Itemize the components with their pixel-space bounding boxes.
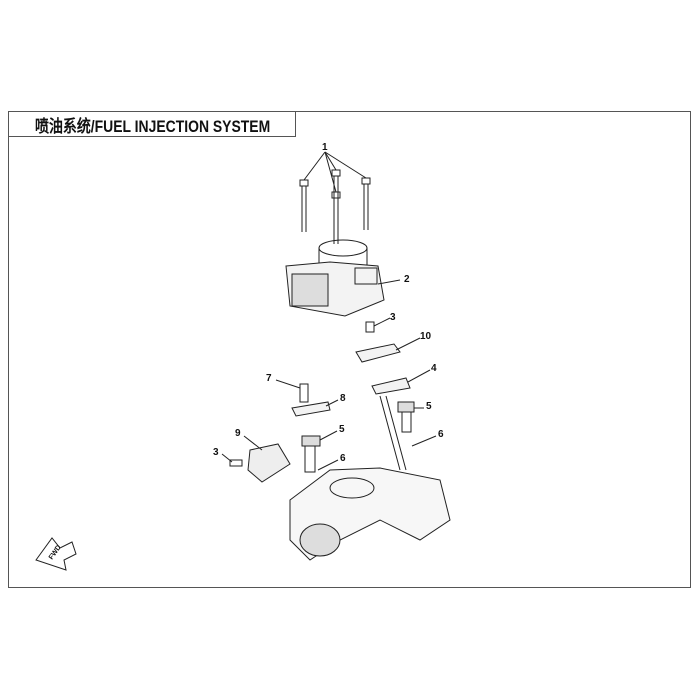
callout-9: 9 bbox=[235, 428, 241, 439]
callout-5: 5 bbox=[426, 401, 432, 412]
callout-3: 3 bbox=[390, 312, 396, 323]
bolt-part bbox=[299, 179, 309, 232]
diagram-title: 喷油系统/FUEL INJECTION SYSTEM bbox=[35, 116, 271, 136]
bolt-part bbox=[331, 169, 341, 222]
fwd-arrow-icon bbox=[35, 537, 77, 571]
callout-10: 10 bbox=[420, 331, 432, 342]
injector-part bbox=[301, 435, 321, 473]
throttle-body-part bbox=[285, 239, 385, 317]
callout-5: 5 bbox=[339, 424, 345, 435]
bolt-part bbox=[361, 177, 371, 230]
callout-6: 6 bbox=[438, 429, 444, 440]
callout-2: 2 bbox=[404, 274, 410, 285]
callout-7: 7 bbox=[266, 373, 272, 384]
callout-6: 6 bbox=[340, 453, 346, 464]
bolt-part bbox=[331, 191, 341, 244]
callout-1: 1 bbox=[322, 142, 328, 153]
bracket-part bbox=[355, 343, 401, 363]
callout-8: 8 bbox=[340, 393, 346, 404]
clamp-part bbox=[291, 401, 331, 417]
sensor-part bbox=[247, 443, 291, 483]
screw-part bbox=[229, 459, 243, 467]
callout-3: 3 bbox=[213, 447, 219, 458]
title-box: 喷油系统/FUEL INJECTION SYSTEM bbox=[8, 111, 296, 137]
bolt-part bbox=[299, 383, 309, 403]
diagram-frame bbox=[8, 111, 691, 588]
intake-manifold-part bbox=[289, 467, 451, 561]
clamp-part bbox=[371, 377, 411, 395]
injector-part bbox=[397, 401, 415, 433]
callout-4: 4 bbox=[431, 363, 437, 374]
bolt-part bbox=[365, 321, 375, 333]
